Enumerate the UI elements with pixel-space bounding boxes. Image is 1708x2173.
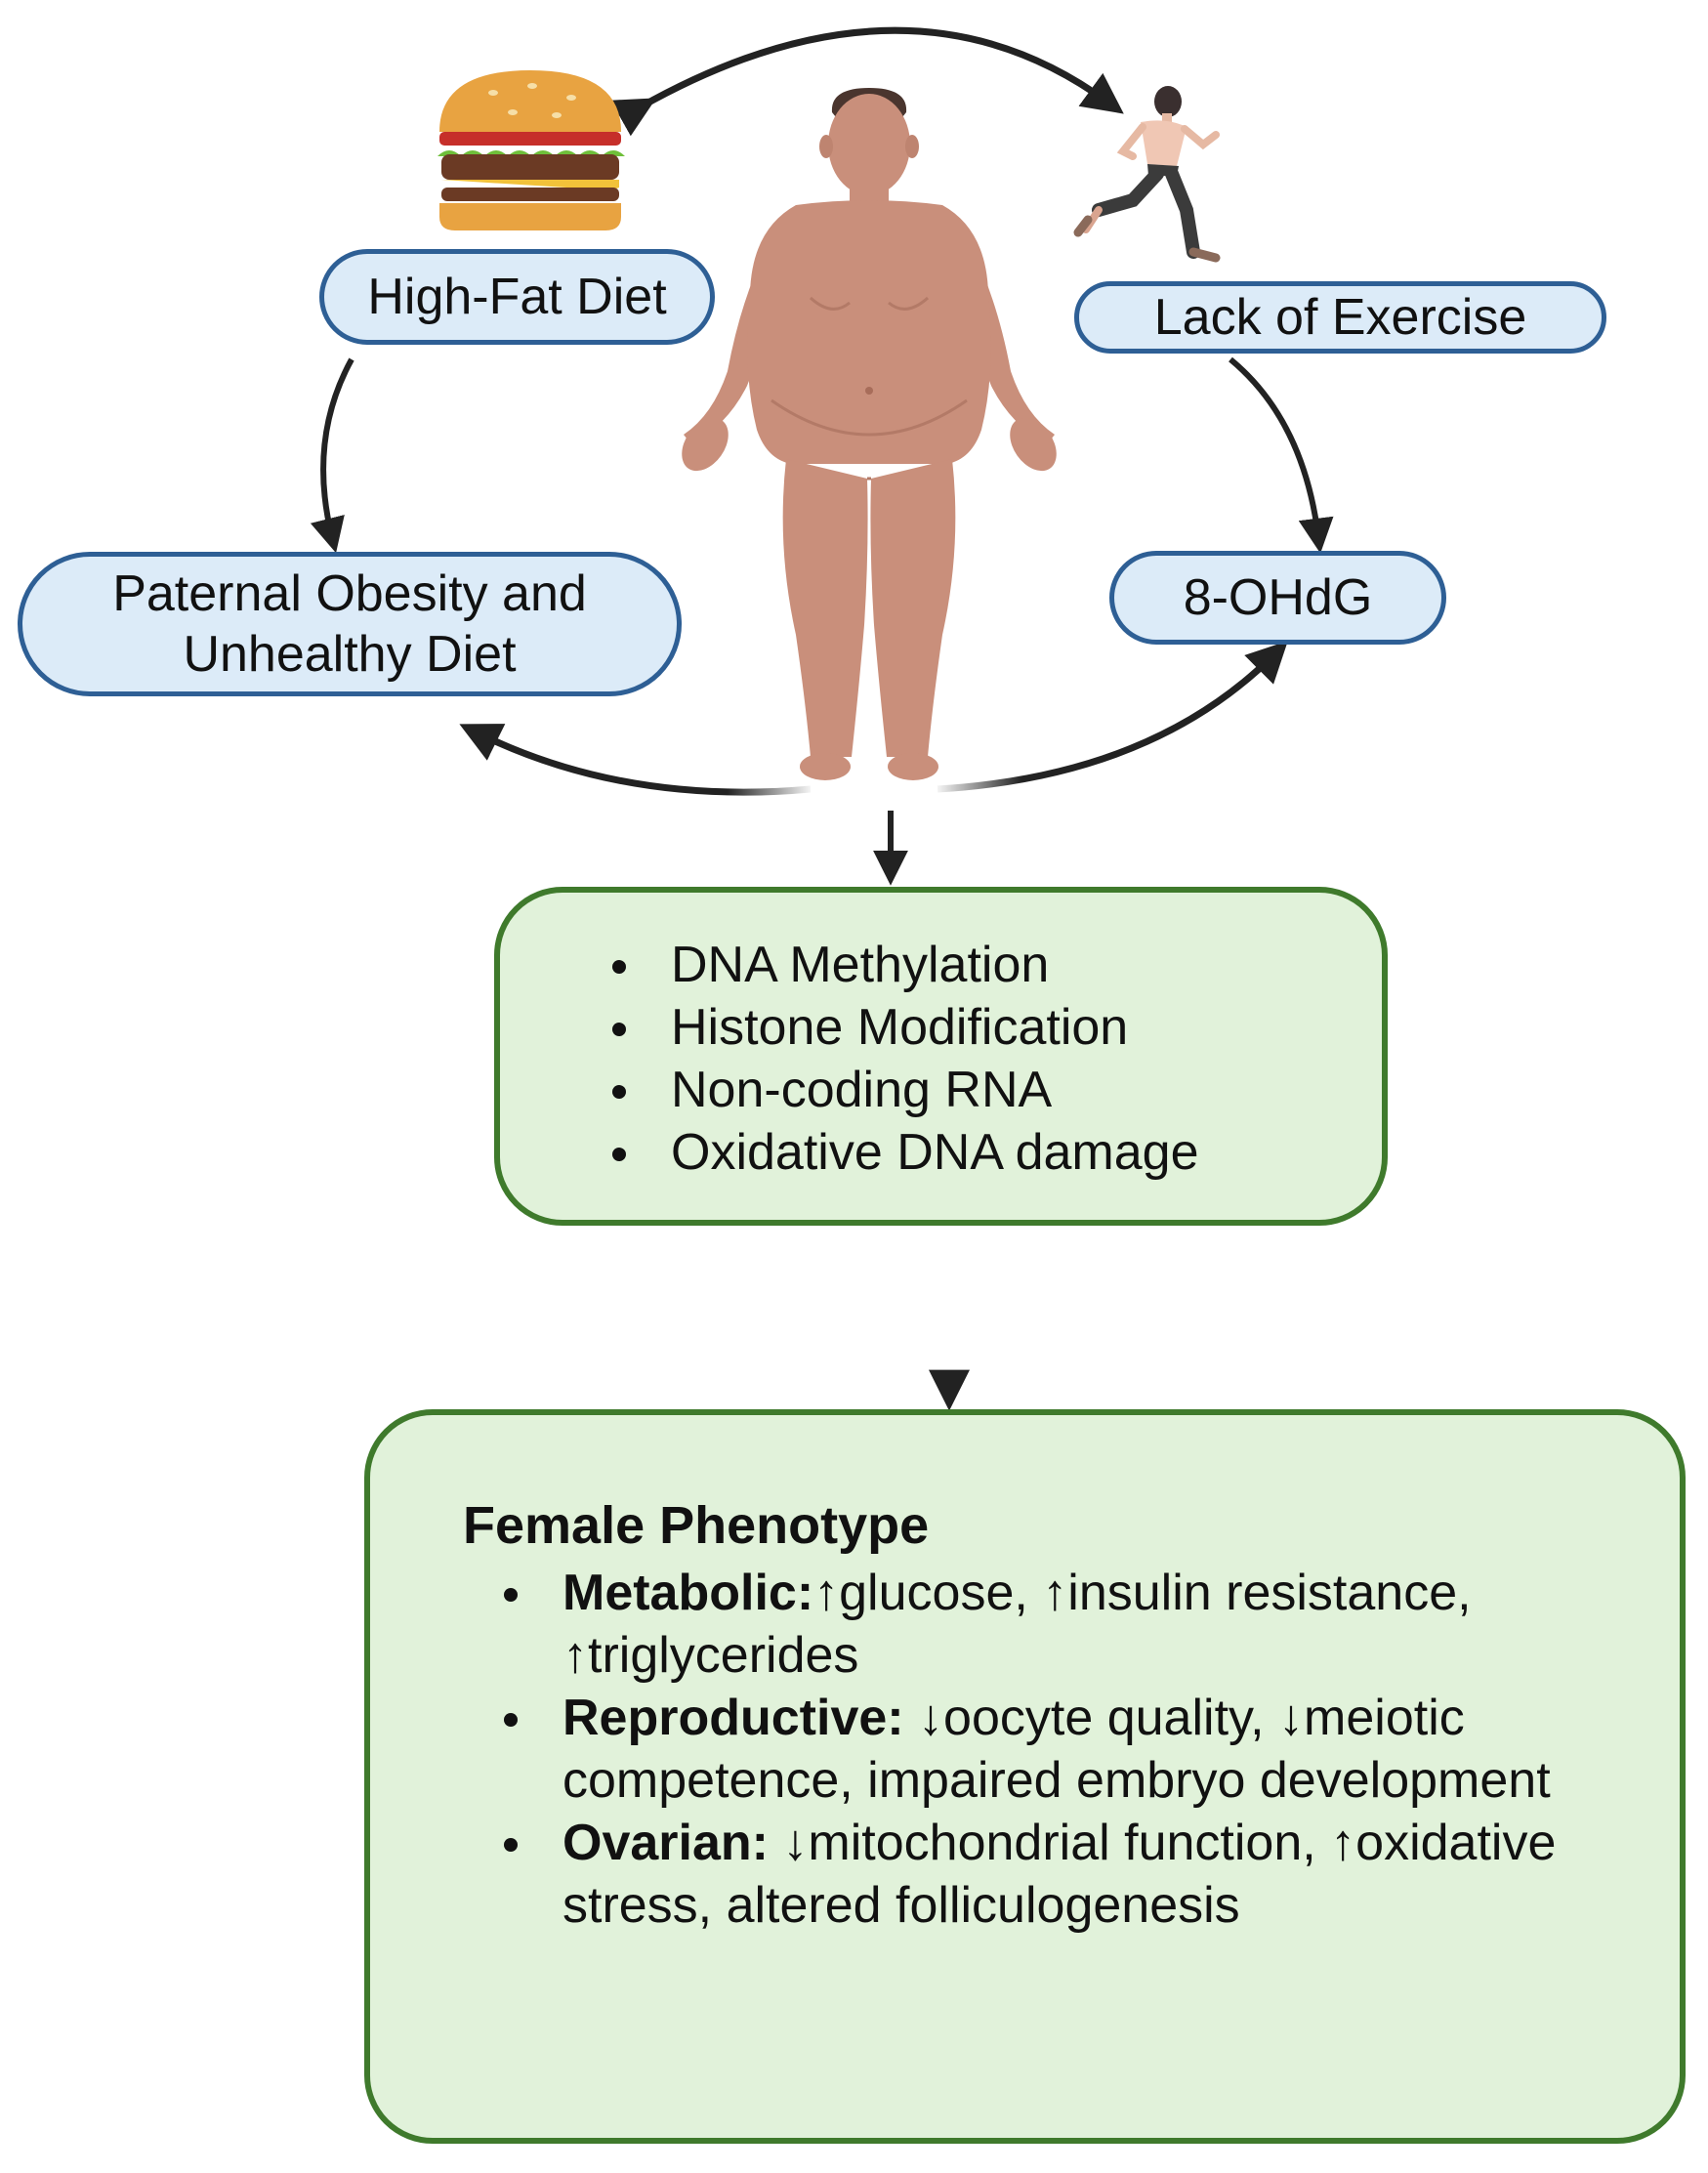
arrow-exercise-to-ohdg [1229,356,1334,554]
mechanism-item: Histone Modification [612,996,1199,1059]
high-fat-diet-label: High-Fat Diet [367,269,667,325]
mechanism-item: DNA Methylation [612,934,1199,996]
phenotype-box: Female Phenotype Metabolic:↑glucose, ↑in… [364,1409,1686,2144]
burger-icon [437,70,625,230]
phenotype-label: Ovarian: [562,1815,769,1871]
arrow-diet-exercise [610,26,1124,137]
phenotype-text: ↓oocyte quality, ↓meiotic competence, im… [562,1690,1551,1809]
obese-man-figure [682,88,1057,780]
ohdg-label: 8-OHdG [1183,569,1373,626]
arrow-man-to-ohdg [937,641,1288,793]
lack-of-exercise-node: Lack of Exercise [1074,281,1606,354]
high-fat-diet-node: High-Fat Diet [319,249,715,345]
phenotype-title: Female Phenotype [463,1496,930,1555]
phenotype-item-metabolic: Metabolic:↑glucose, ↑insulin resistance,… [504,1562,1578,1687]
runner-icon [1073,86,1221,263]
mechanism-item: Oxidative DNA damage [612,1121,1199,1184]
paternal-obesity-label-line1: Paternal Obesity and [112,565,587,622]
phenotype-text: ↑glucose, ↑insulin resistance, ↑triglyce… [562,1565,1472,1684]
phenotype-item-ovarian: Ovarian: ↓mitochondrial function, ↑oxida… [504,1812,1578,1937]
mechanisms-list: DNA Methylation Histone Modification Non… [612,934,1199,1184]
lack-of-exercise-label: Lack of Exercise [1153,289,1527,346]
paternal-obesity-label-line2: Unhealthy Diet [183,626,517,683]
arrow-man-to-obesity [459,724,812,796]
ohdg-node: 8-OHdG [1109,551,1446,645]
phenotype-text: ↓mitochondrial function, ↑oxidative stre… [562,1815,1557,1934]
phenotype-label: Reproductive: [562,1690,904,1746]
paternal-obesity-node: Paternal Obesity and Unhealthy Diet [18,552,682,696]
mechanism-item: Non-coding RNA [612,1059,1199,1121]
arrow-diet-to-obesity [310,357,354,554]
phenotype-item-reproductive: Reproductive: ↓oocyte quality, ↓meiotic … [504,1687,1578,1812]
phenotype-label: Metabolic: [562,1565,814,1621]
mechanisms-box: DNA Methylation Histone Modification Non… [494,887,1388,1226]
phenotype-list: Metabolic:↑glucose, ↑insulin resistance,… [504,1562,1578,1937]
